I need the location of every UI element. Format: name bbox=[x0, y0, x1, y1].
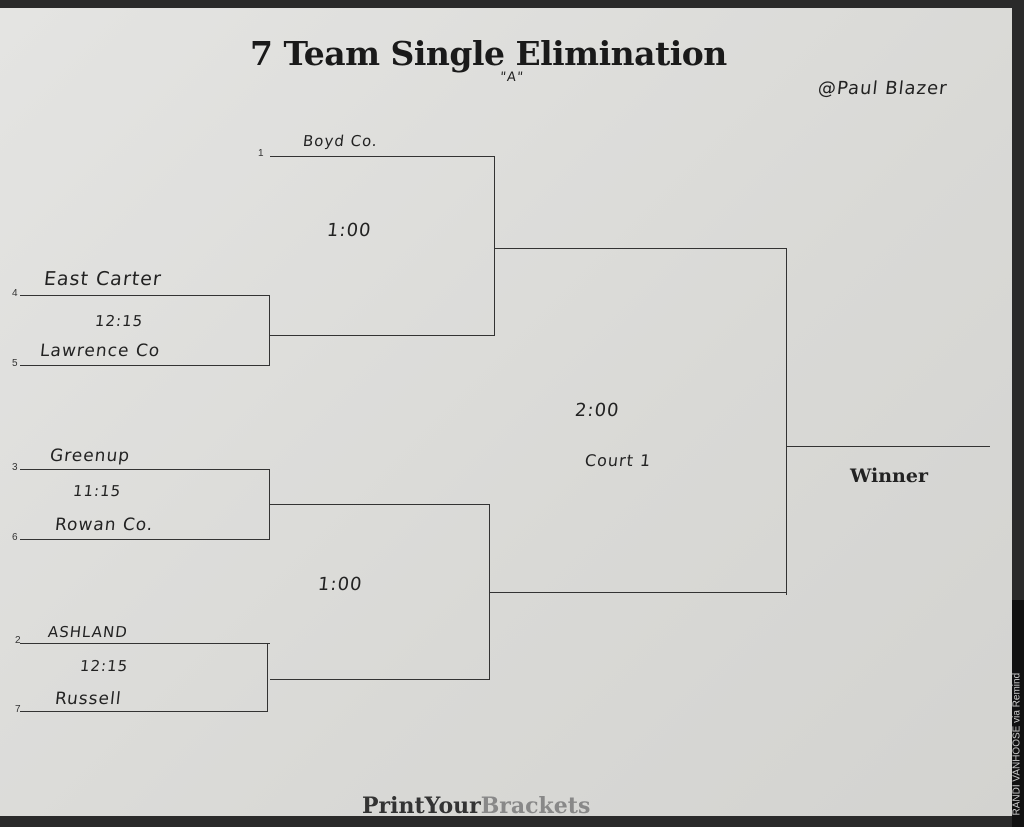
seed-number: 6 bbox=[12, 532, 18, 543]
seed-number: 7 bbox=[15, 704, 21, 715]
winner-line bbox=[787, 446, 990, 447]
seed-number: 2 bbox=[15, 635, 21, 646]
seed-number: 3 bbox=[12, 462, 18, 473]
game-time: 1:00 bbox=[316, 574, 364, 595]
team-name: Greenup bbox=[48, 446, 132, 466]
line bbox=[20, 539, 270, 540]
seed-number: 1 bbox=[258, 148, 264, 159]
game-time: 11:15 bbox=[72, 482, 123, 500]
team-name: Rowan Co. bbox=[53, 515, 155, 535]
line bbox=[494, 156, 495, 336]
game-time: 2:00 bbox=[573, 400, 621, 421]
brand-part: PrintYour bbox=[362, 793, 481, 819]
bracket-sheet: 7 Team Single Elimination "A" @Paul Blaz… bbox=[0, 8, 1012, 819]
line bbox=[20, 295, 270, 296]
team-name: Lawrence Co bbox=[38, 341, 162, 361]
team-name: ASHLAND bbox=[47, 623, 129, 641]
seed-number: 4 bbox=[12, 288, 18, 299]
line bbox=[270, 156, 495, 157]
line bbox=[20, 365, 270, 366]
line bbox=[20, 711, 268, 712]
line bbox=[20, 643, 270, 644]
team-name: East Carter bbox=[42, 268, 163, 290]
team-name: Boyd Co. bbox=[302, 132, 379, 150]
line bbox=[270, 679, 490, 680]
page-title: 7 Team Single Elimination bbox=[250, 34, 727, 73]
line bbox=[270, 504, 490, 505]
line bbox=[489, 504, 490, 680]
credit-strip: RANDI VANHOOSE via Remind bbox=[1012, 600, 1024, 827]
line bbox=[269, 469, 270, 539]
line bbox=[786, 248, 787, 595]
game-time: 1:00 bbox=[325, 220, 373, 241]
line bbox=[20, 469, 270, 470]
brand-logo: PrintYourBrackets bbox=[362, 793, 590, 819]
court-label: Court 1 bbox=[584, 451, 653, 470]
author-note: @Paul Blazer bbox=[816, 78, 949, 99]
line bbox=[495, 248, 787, 249]
game-time: 12:15 bbox=[79, 657, 130, 675]
line bbox=[267, 643, 268, 711]
bracket-label: "A" bbox=[499, 70, 525, 85]
winner-label: Winner bbox=[850, 465, 928, 487]
line bbox=[490, 592, 787, 593]
brand-part: Brackets bbox=[480, 793, 591, 819]
credit-text: RANDI VANHOOSE via Remind bbox=[1011, 672, 1023, 816]
game-time: 12:15 bbox=[94, 312, 145, 330]
line bbox=[269, 295, 270, 365]
seed-number: 5 bbox=[12, 358, 18, 369]
team-name: Russell bbox=[53, 689, 123, 709]
line bbox=[270, 335, 495, 336]
